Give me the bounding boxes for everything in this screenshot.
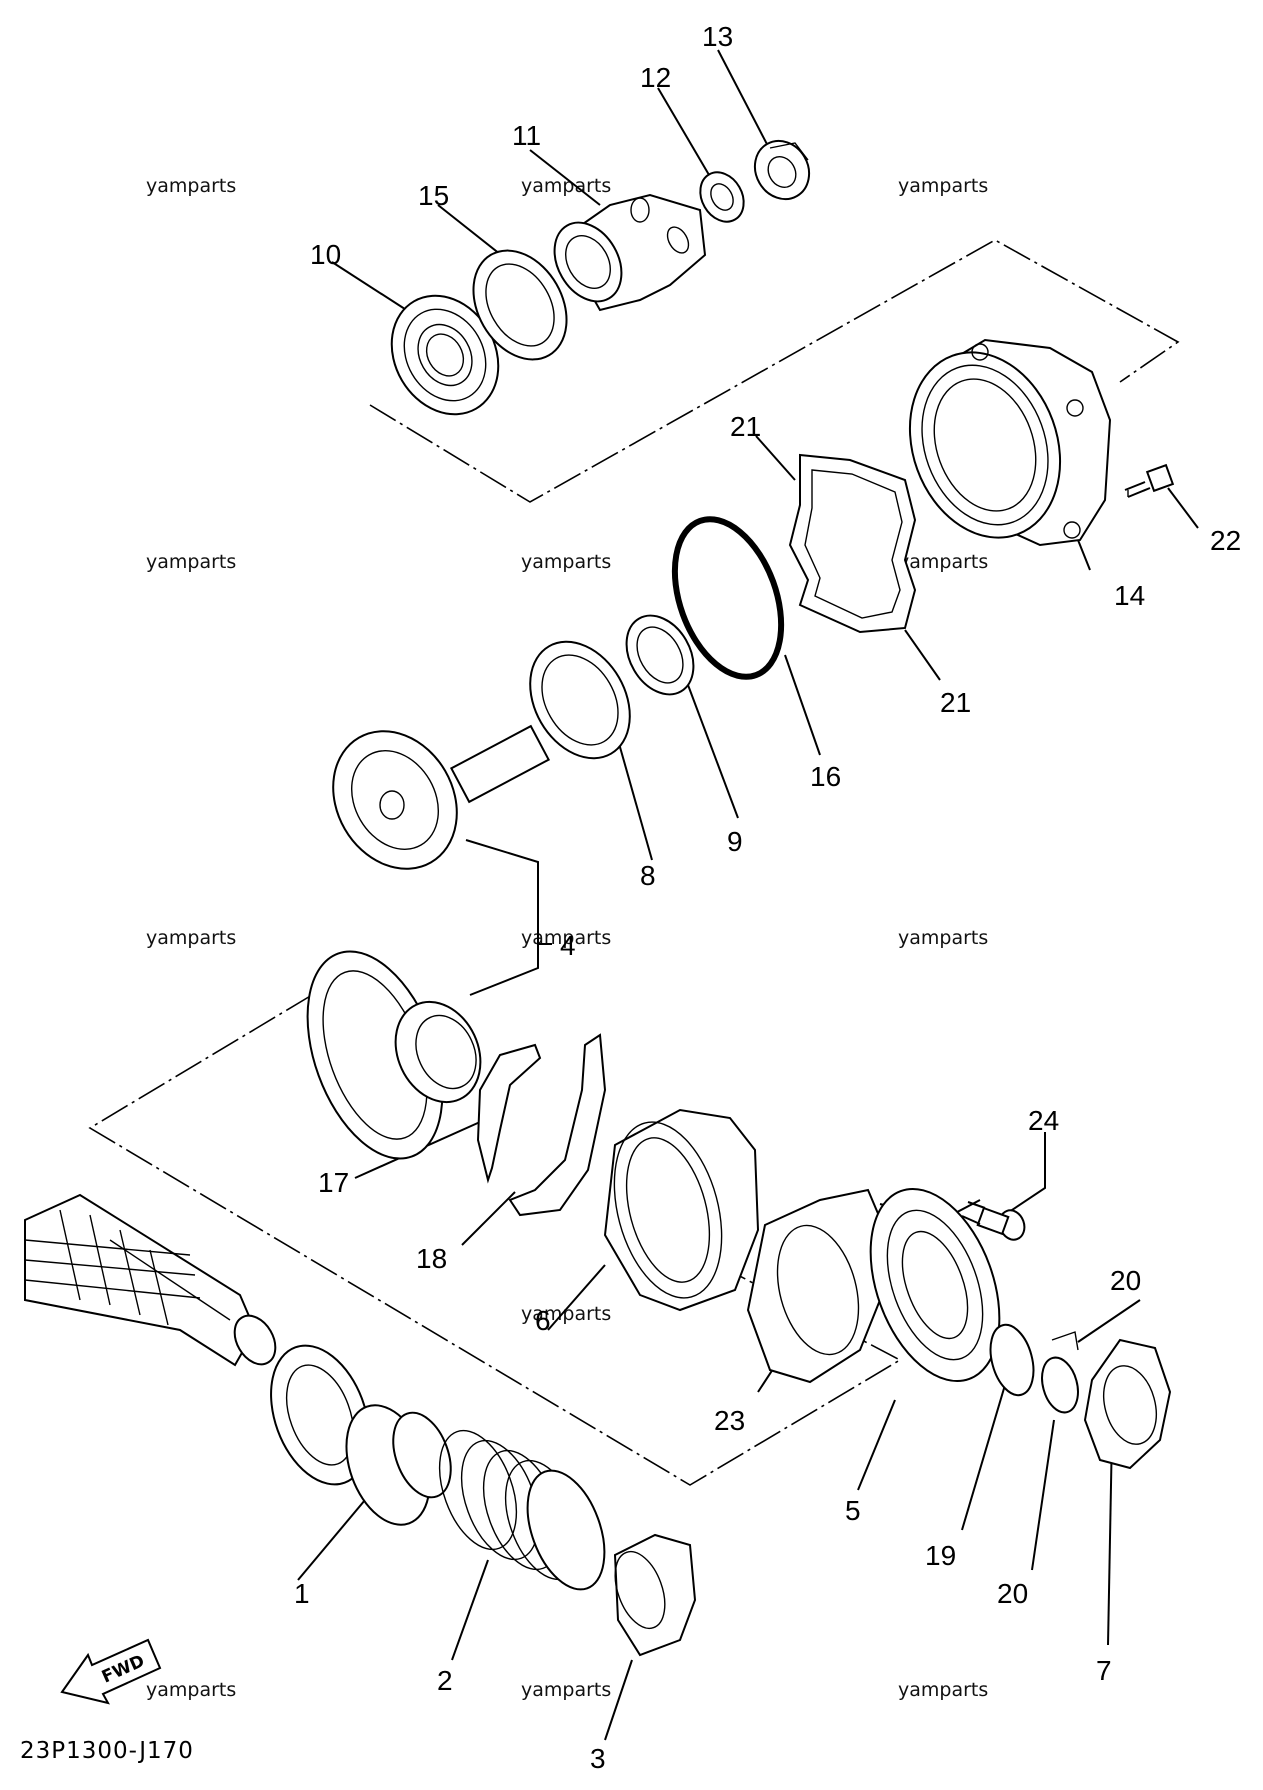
callout-6: 6 bbox=[535, 1305, 551, 1336]
callout-23: 23 bbox=[714, 1405, 745, 1436]
callout-7: 7 bbox=[1096, 1655, 1112, 1686]
watermark-text: yamparts bbox=[146, 1679, 236, 1701]
callout-21-upper: 21 bbox=[730, 411, 761, 442]
gasket-23-opening bbox=[776, 1224, 860, 1356]
bearing-8 bbox=[529, 640, 631, 760]
callout-19: 19 bbox=[925, 1540, 956, 1571]
drive-shaft bbox=[24, 1193, 277, 1367]
callout-20-upper: 20 bbox=[1110, 1265, 1141, 1296]
watermark-text: yamparts bbox=[521, 551, 611, 573]
watermark-text: yamparts bbox=[898, 1679, 988, 1701]
callout-17: 17 bbox=[318, 1167, 349, 1198]
housing-14 bbox=[908, 338, 1112, 547]
callout-14: 14 bbox=[1114, 580, 1145, 611]
watermark-text: yamparts bbox=[521, 1679, 611, 1701]
watermark-text: yamparts bbox=[521, 1303, 611, 1325]
nut-13 bbox=[753, 139, 811, 201]
yoke-3 bbox=[613, 1533, 697, 1657]
callout-20-lower: 20 bbox=[997, 1578, 1028, 1609]
callout-2: 2 bbox=[437, 1665, 453, 1696]
callout-11: 11 bbox=[512, 120, 541, 151]
watermark-text: yamparts bbox=[521, 175, 611, 197]
callout-15: 15 bbox=[418, 180, 449, 211]
oil-seal-15 bbox=[472, 249, 568, 361]
washer-12 bbox=[699, 171, 745, 223]
o-ring-16 bbox=[671, 516, 785, 680]
lower-assembly-outline bbox=[88, 994, 902, 1486]
callout-16: 16 bbox=[810, 761, 841, 792]
callout-1: 1 bbox=[294, 1578, 310, 1609]
shim-18 bbox=[508, 1033, 607, 1217]
callout-9: 9 bbox=[727, 826, 743, 857]
gasket-23 bbox=[746, 1188, 887, 1384]
spring-2 bbox=[438, 1429, 606, 1591]
assembly-outlines bbox=[88, 239, 1180, 1486]
watermark-text: yamparts bbox=[146, 927, 236, 949]
callout-8: 8 bbox=[640, 860, 656, 891]
callout-10: 10 bbox=[310, 239, 341, 270]
nut-7 bbox=[1083, 1338, 1172, 1470]
shim-17 bbox=[476, 1043, 542, 1184]
yoke-11 bbox=[553, 193, 707, 312]
callout-12: 12 bbox=[640, 62, 671, 93]
collar-9 bbox=[625, 614, 695, 696]
washer-19 bbox=[989, 1323, 1035, 1397]
callout-24: 24 bbox=[1028, 1105, 1059, 1136]
bolt-22 bbox=[1124, 463, 1175, 498]
bolt-24 bbox=[961, 1201, 1026, 1241]
lock-washer-20 bbox=[1041, 1331, 1079, 1414]
callout-18: 18 bbox=[416, 1243, 447, 1274]
callout-4: 4 bbox=[560, 930, 576, 961]
bearing-5 bbox=[869, 1187, 1001, 1383]
callout-5: 5 bbox=[845, 1495, 861, 1526]
retainer-6 bbox=[603, 1108, 760, 1312]
diagram-code: 23P1300-J170 bbox=[20, 1738, 194, 1764]
callout-labels: 13 12 11 15 10 21 22 14 21 16 9 8 4 24 1… bbox=[294, 21, 1241, 1774]
watermark-text: yamparts bbox=[898, 175, 988, 197]
watermark-text: yamparts bbox=[898, 551, 988, 573]
watermark-text: yamparts bbox=[146, 551, 236, 573]
gasket-21 bbox=[788, 453, 917, 634]
callout-22: 22 bbox=[1210, 525, 1241, 556]
watermark-text: yamparts bbox=[146, 175, 236, 197]
callout-3: 3 bbox=[590, 1743, 606, 1774]
gasket-21-inner bbox=[804, 469, 903, 619]
watermarks: yamparts yamparts yamparts yamparts yamp… bbox=[146, 175, 988, 1701]
callout-13: 13 bbox=[702, 21, 733, 52]
ring-gear-4 bbox=[306, 950, 482, 1160]
upper-assembly-outline bbox=[369, 239, 1180, 503]
watermark-text: yamparts bbox=[898, 927, 988, 949]
pinion-gear-4 bbox=[332, 724, 551, 870]
damper-cam-1 bbox=[345, 1404, 452, 1526]
shaft-bearing bbox=[270, 1344, 370, 1486]
callout-21-lower: 21 bbox=[940, 687, 971, 718]
